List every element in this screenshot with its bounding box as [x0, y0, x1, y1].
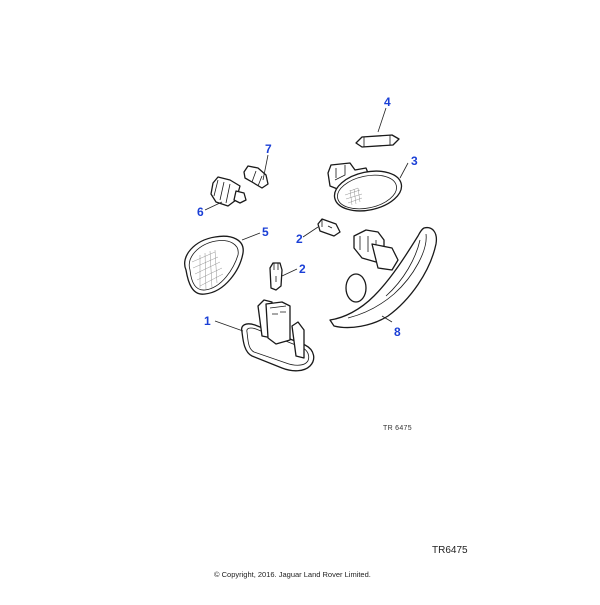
callout-3: 3 [411, 154, 418, 168]
callout-1: 1 [204, 314, 211, 328]
callout-6: 6 [197, 205, 204, 219]
side-lamp-housing-part [329, 226, 438, 329]
callout-2b: 2 [299, 262, 306, 276]
callout-7: 7 [265, 142, 272, 156]
callout-2a: 2 [296, 232, 303, 246]
festoon-bulb-part [355, 107, 400, 148]
side-repeater-lamp-part [327, 162, 409, 212]
bulb-socket-part [204, 176, 247, 211]
callout-8: 8 [394, 325, 401, 339]
drawing-reference-large: TR6475 [432, 545, 468, 556]
drawing-reference-small: TR 6475 [383, 425, 412, 432]
callout-4: 4 [384, 95, 391, 109]
copyright-notice: © Copyright, 2016. Jaguar Land Rover Lim… [214, 570, 371, 579]
side-repeater-lens-part [184, 232, 261, 295]
capless-bulb-part [243, 154, 269, 189]
wedge-bulb-lower-part [269, 262, 298, 291]
wedge-bulb-upper-part [302, 218, 341, 238]
callout-5: 5 [262, 225, 269, 239]
bulb-holder-housing-part [214, 299, 315, 372]
